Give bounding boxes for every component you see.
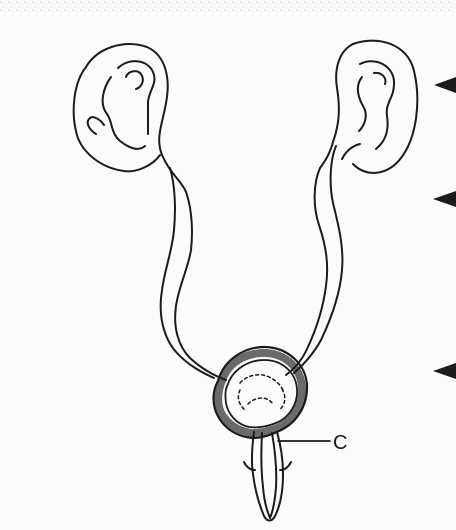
left-ureter — [161, 168, 226, 380]
arrow-marker-middle — [433, 191, 456, 207]
label-c: C — [333, 433, 347, 453]
arrow-marker-top — [434, 77, 456, 93]
left-kidney — [74, 44, 187, 195]
urethra — [244, 432, 291, 521]
right-ureter — [286, 146, 342, 375]
bladder — [214, 347, 307, 438]
right-edge-markers — [433, 77, 456, 379]
arrow-marker-bottom — [433, 363, 456, 379]
scan-noise-strip — [0, 0, 456, 14]
